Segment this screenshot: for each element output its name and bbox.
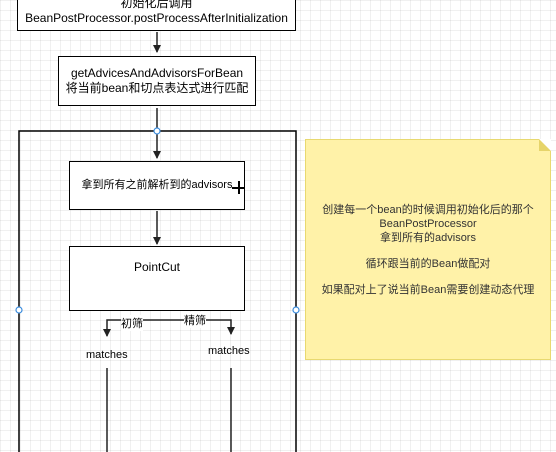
post-process-line1: 初始化后调用 (120, 0, 193, 10)
note-line-1: 创建每一个bean的时候调用初始化后的那个 (322, 203, 534, 216)
branch-label-fine: 精筛 (184, 312, 206, 328)
note-fold-corner (539, 139, 551, 151)
cursor-crosshair-icon (232, 181, 245, 194)
note-line-2: BeanPostProcessor (379, 217, 477, 230)
pointcut-box[interactable]: PointCut (69, 246, 245, 311)
post-process-line2: BeanPostProcessor.postProcessAfterInitia… (25, 11, 288, 25)
selection-handle-right[interactable] (292, 306, 300, 314)
post-process-box[interactable]: 初始化后调用 BeanPostProcessor.postProcessAfte… (17, 0, 296, 31)
note-line-3: 拿到所有的advisors (380, 231, 476, 244)
note-line-7: 如果配对上了说当前Bean需要创建动态代理 (321, 283, 535, 296)
advices-match-line1: getAdvicesAndAdvisorsForBean (70, 66, 244, 80)
matches-right: matches (208, 345, 250, 357)
note-line-5: 循环跟当前的Bean做配对 (365, 257, 491, 270)
pointcut-text: PointCut (133, 260, 181, 274)
matches-left: matches (86, 349, 128, 361)
advices-match-box[interactable]: getAdvicesAndAdvisorsForBean 将当前bean和切点表… (58, 56, 256, 106)
advices-match-line2: 将当前bean和切点表达式进行匹配 (65, 81, 249, 95)
advisors-text: 拿到所有之前解析到的advisors (81, 179, 233, 191)
sticky-note[interactable]: 创建每一个bean的时候调用初始化后的那个 BeanPostProcessor … (305, 139, 551, 360)
branch-label-coarse: 初筛 (121, 315, 143, 331)
selection-handle-top[interactable] (153, 127, 161, 135)
advisors-box[interactable]: 拿到所有之前解析到的advisors (69, 161, 245, 210)
arrow-right-branch (157, 319, 235, 335)
selection-handle-left[interactable] (15, 306, 23, 314)
